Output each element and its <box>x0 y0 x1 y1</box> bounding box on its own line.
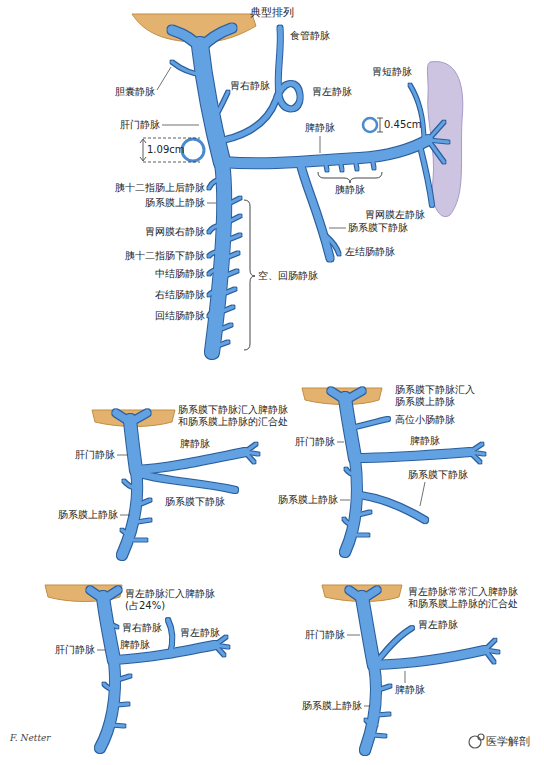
measurement <box>140 118 383 162</box>
part-label: 脾静脉 <box>180 438 210 450</box>
leader-line <box>97 67 425 706</box>
part-label: 空、回肠静脉 <box>258 270 318 282</box>
part-label: 高位小肠静脉 <box>395 414 455 426</box>
part-label: 肝门静脉 <box>305 629 345 641</box>
part-label: 胃左静脉 <box>312 86 352 98</box>
bracket <box>244 172 382 350</box>
part-label: 胃左静脉 <box>180 627 220 639</box>
part-label: 食管静脉 <box>290 30 330 42</box>
part-label: 肝门静脉 <box>120 119 160 131</box>
part-label: 肠系膜上静脉 <box>278 494 338 506</box>
part-label: 肠系膜下静脉 <box>408 469 468 481</box>
veins <box>90 28 498 750</box>
part-label: 胰十二指肠上后静脉 <box>115 182 205 194</box>
part-label: 胃网膜左静脉 <box>365 209 425 221</box>
part-label: 右结肠静脉 <box>155 289 205 301</box>
part-label: 脾静脉 <box>120 639 150 651</box>
part-label: 胰静脉 <box>335 184 365 196</box>
part-label: 肠系膜下静脉汇入肠系膜上静脉 <box>395 384 477 408</box>
part-label: 肝门静脉 <box>295 436 335 448</box>
part-label: 胰十二指肠下静脉 <box>125 250 205 262</box>
watermark-icon <box>469 734 484 748</box>
part-label: 左结肠静脉 <box>345 246 395 258</box>
part-label: 肠系膜下静脉 <box>348 222 408 234</box>
part-label: 胃网膜右静脉 <box>145 226 205 238</box>
part-label: 胆囊静脉 <box>115 86 155 98</box>
part-label: 1.09cm <box>147 144 185 156</box>
part-label: 肠系膜上静脉 <box>58 509 118 521</box>
watermark: 医学解剖 <box>486 736 530 748</box>
part-label: 肝门静脉 <box>75 449 115 461</box>
part-label: 肝门静脉 <box>55 644 95 656</box>
part-label: 肠系膜下静脉汇入脾静脉和肠系膜上静脉的汇合处 <box>178 404 290 428</box>
part-label: 中结肠静脉 <box>155 268 205 280</box>
watermark: F. Netter <box>10 732 51 744</box>
part-label: 胃右静脉 <box>230 80 270 92</box>
part-label: 肠系膜下静脉 <box>165 496 225 508</box>
liver <box>45 14 402 602</box>
part-label: 回结肠静脉 <box>155 310 205 322</box>
title: 典型排列 <box>250 6 294 19</box>
part-label: 肠系膜上静脉 <box>145 197 205 209</box>
spleen <box>427 62 462 217</box>
part-label: 胃左静脉常常汇入脾静脉和肠系膜上静脉的汇合处 <box>408 586 520 610</box>
part-label: 脾静脉 <box>410 435 440 447</box>
part-label: 胃右静脉 <box>122 622 162 634</box>
part-label: 胃左静脉汇入脾静脉 (占24%) <box>125 588 219 612</box>
part-label: 肠系膜上静脉 <box>302 700 362 712</box>
part-label: 胃短静脉 <box>372 66 412 78</box>
part-label: 脾静脉 <box>395 684 425 696</box>
part-label: 0.45cm <box>384 119 422 131</box>
part-label: 脾静脉 <box>305 122 335 134</box>
part-label: 胃左静脉 <box>418 619 458 631</box>
